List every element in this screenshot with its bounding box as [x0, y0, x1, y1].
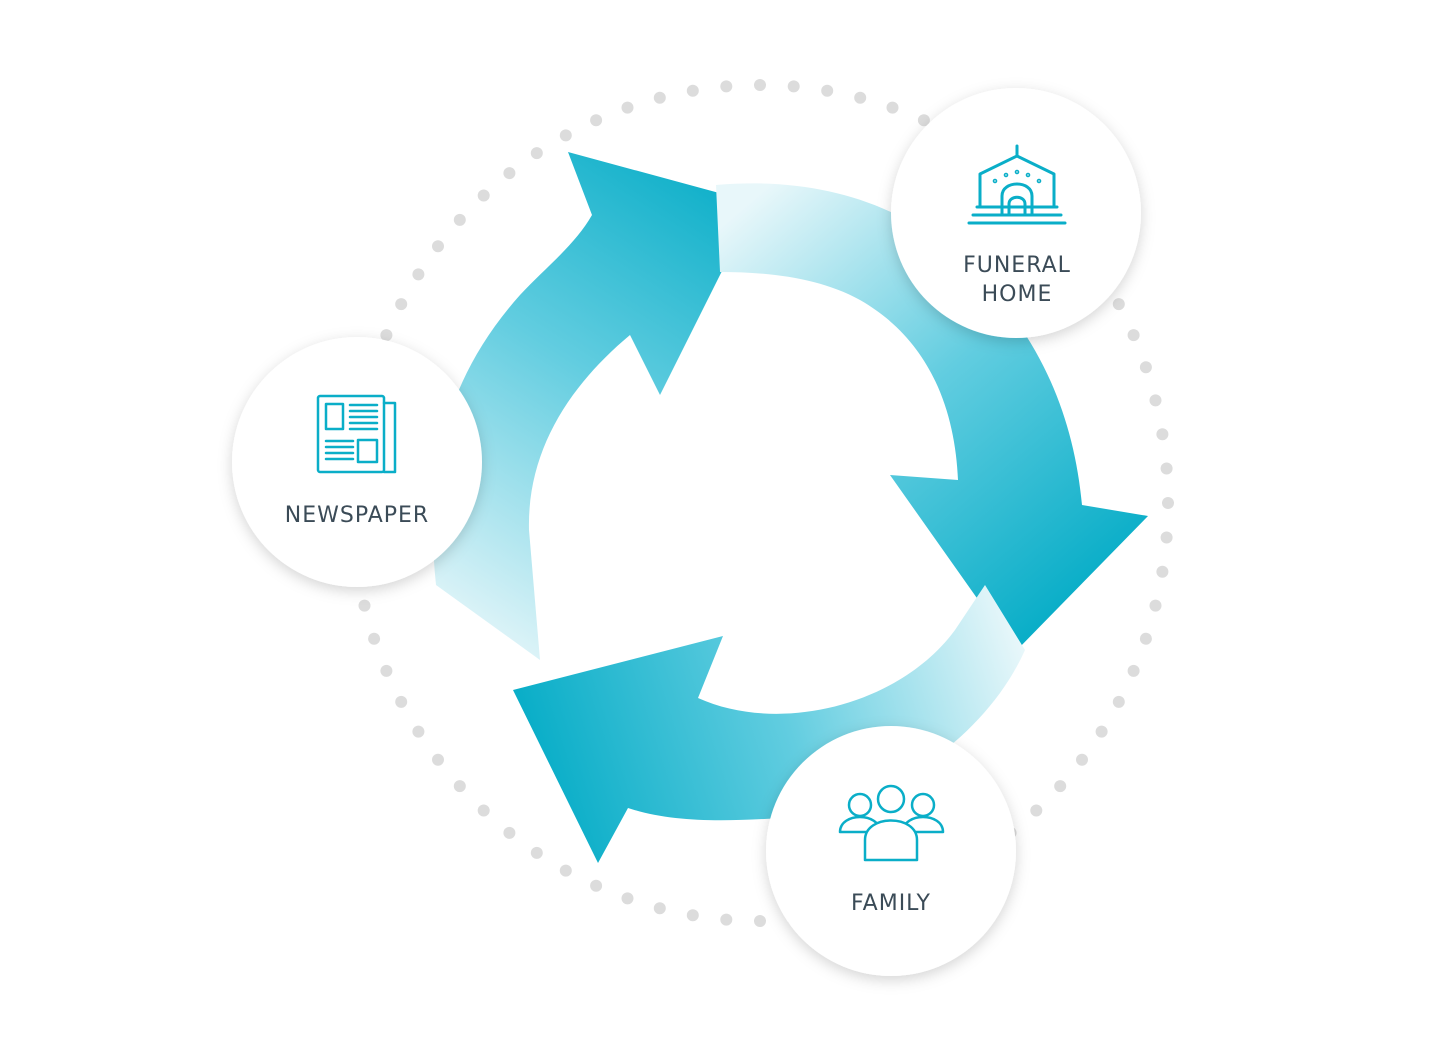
orbit-dot	[477, 189, 490, 202]
orbit-dot	[1095, 725, 1108, 738]
orbit-dot	[1160, 462, 1173, 475]
newspaper-label: NEWSPAPER	[285, 503, 429, 528]
orbit-dot	[412, 725, 425, 738]
orbit-dot	[477, 804, 490, 817]
arrow-to-family	[716, 183, 1148, 652]
node-circle	[891, 88, 1141, 338]
orbit-dot	[621, 101, 634, 114]
orbit-dot	[1054, 780, 1067, 793]
orbit-dot	[1139, 632, 1152, 645]
orbit-dot	[1149, 599, 1162, 612]
orbit-dot	[1112, 298, 1125, 311]
orbit-dot	[590, 879, 603, 892]
orbit-dot	[754, 79, 766, 91]
funeral-home-label-line2: HOME	[982, 282, 1053, 307]
funeral-home-icon	[967, 144, 1067, 225]
family-icon	[838, 784, 945, 862]
orbit-dot	[1076, 753, 1088, 766]
orbit-dot	[432, 240, 444, 253]
orbit-dot	[653, 902, 666, 915]
node-newspaper: NEWSPAPER	[232, 337, 482, 587]
cycle-arrows	[432, 152, 1148, 863]
family-label: FAMILY	[851, 891, 931, 916]
orbit-dot	[1160, 531, 1173, 544]
orbit-dot	[358, 599, 371, 612]
orbit-dot	[559, 129, 572, 142]
orbit-dot	[559, 864, 572, 877]
orbit-dot	[503, 167, 516, 180]
orbit-dot	[380, 664, 393, 677]
orbit-dot	[886, 101, 899, 114]
orbit-dot	[453, 780, 466, 793]
orbit-dot	[395, 695, 408, 708]
orbit-dot	[1127, 664, 1140, 677]
orbit-dot	[686, 909, 699, 922]
orbit-dot	[1156, 428, 1169, 441]
orbit-dot	[368, 632, 381, 645]
node-family: FAMILY	[766, 726, 1016, 976]
arrow-to-funeral-home	[432, 152, 756, 660]
orbit-dot	[720, 913, 733, 926]
orbit-dot	[380, 329, 393, 342]
orbit-dot	[395, 298, 408, 311]
orbit-dot	[621, 892, 634, 905]
orbit-dot	[432, 753, 444, 766]
orbit-dot	[653, 91, 666, 104]
funeral-home-label-line1: FUNERAL	[963, 253, 1071, 278]
orbit-dot	[686, 84, 699, 97]
orbit-dot	[720, 80, 733, 93]
orbit-dot	[1139, 361, 1152, 374]
orbit-dot	[754, 915, 766, 927]
orbit-dot	[503, 826, 516, 839]
orbit-dot	[1127, 329, 1140, 342]
node-funeral-home: FUNERAL HOME	[891, 88, 1141, 338]
orbit-dot	[1030, 804, 1043, 817]
orbit-dot	[412, 268, 425, 281]
orbit-dot	[1112, 695, 1125, 708]
orbit-dot	[1156, 565, 1169, 578]
arrow-to-newspaper	[513, 585, 1025, 863]
orbit-dot	[854, 91, 867, 104]
orbit-dot	[821, 84, 834, 97]
orbit-dot	[530, 147, 543, 160]
orbit-dot	[1149, 394, 1162, 407]
orbit-dot	[590, 114, 603, 127]
orbit-dot	[917, 114, 930, 127]
newspaper-icon	[316, 394, 397, 474]
orbit-dot	[530, 846, 543, 859]
orbit-dot	[787, 80, 800, 93]
orbit-dot	[453, 213, 466, 226]
orbit-dot	[1162, 497, 1174, 509]
